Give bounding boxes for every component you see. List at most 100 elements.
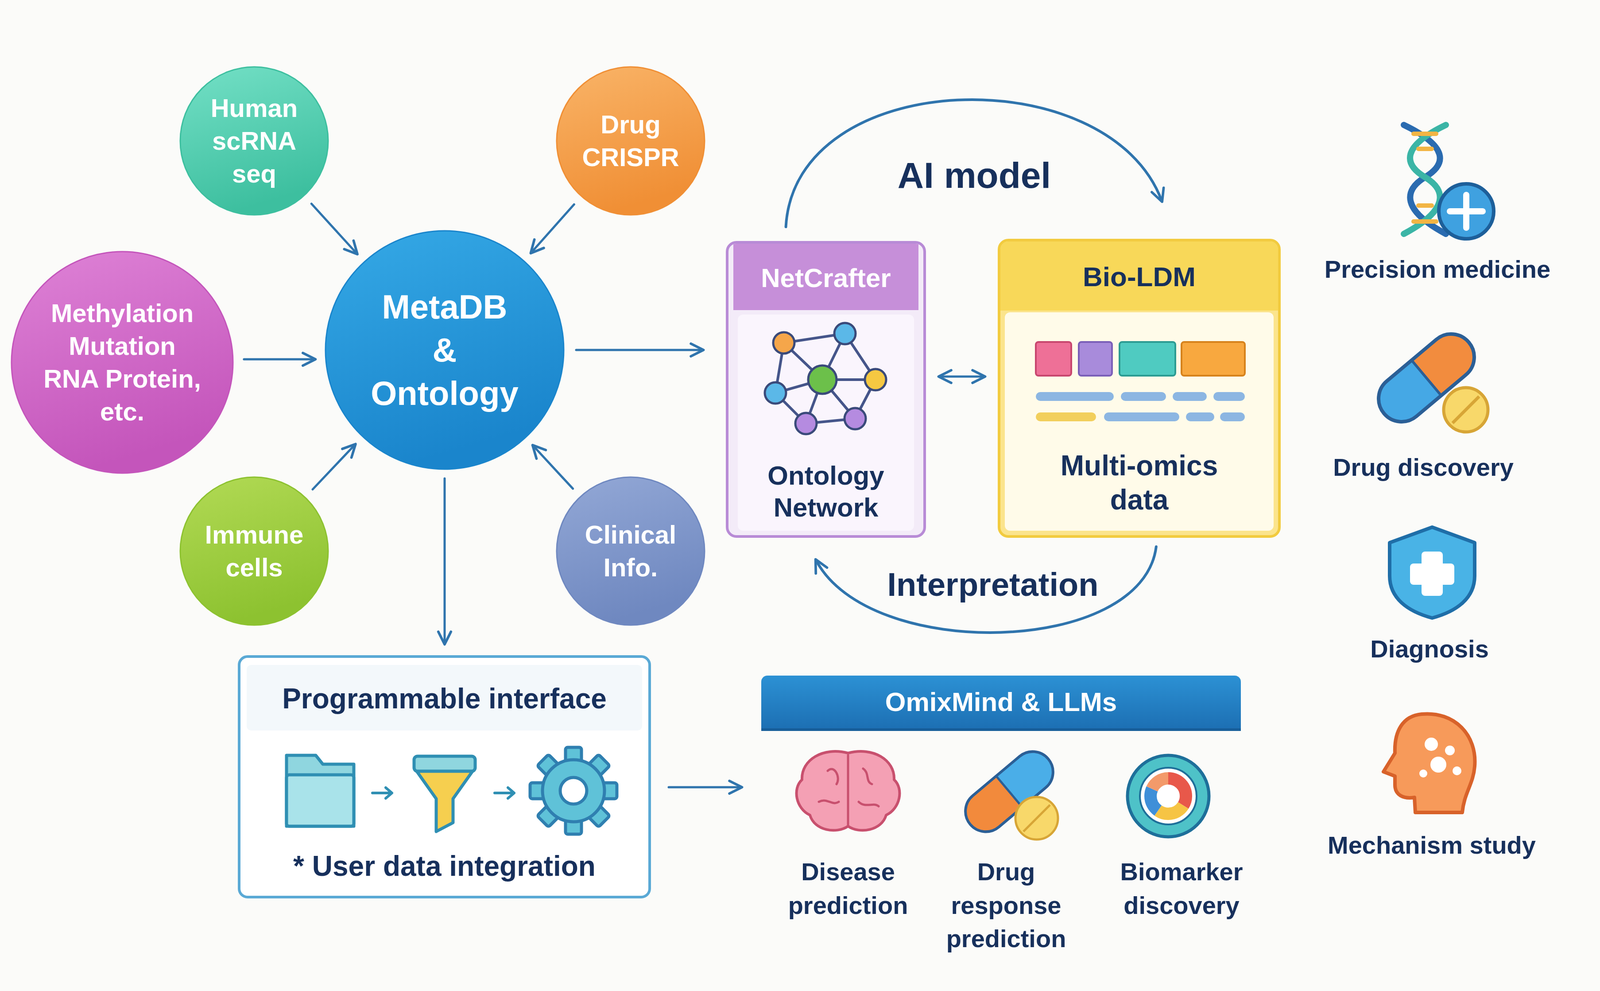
label-holder: Diagnosis (1370, 631, 1489, 666)
circle-shape (555, 475, 706, 627)
circle-fill (556, 476, 705, 625)
pill-icon-part-part (1411, 360, 1442, 396)
network-icon-part-part (764, 382, 787, 404)
interface-box: Programmable interface* User data integr… (237, 654, 651, 899)
connector-arrow (533, 445, 574, 489)
omics-icon-part (1035, 412, 1097, 422)
circle-shape (10, 250, 235, 475)
head-icon (1383, 713, 1475, 813)
connector-arrow (311, 203, 357, 254)
connector-arrow (530, 204, 574, 253)
omixmind-icons-part (796, 751, 900, 830)
label-holder: Drug discovery (1332, 450, 1514, 485)
omixmind-icons-part (1127, 755, 1209, 837)
network-icon-part-part (773, 332, 795, 354)
interface-icons-part (530, 747, 617, 834)
omixmind-icons (761, 675, 1241, 964)
label-holder: Precision medicine (1324, 252, 1551, 287)
connector-arrow (668, 786, 742, 789)
network-icon-part (733, 243, 919, 310)
interface-icons-part (494, 787, 515, 799)
label-holder: Interpretation (881, 564, 1105, 606)
omics-icon-part (1185, 412, 1215, 422)
interface-icons-part-part (560, 777, 587, 804)
omixmind-icons-part (761, 675, 1241, 731)
omics-icon-part (1104, 412, 1180, 422)
dna-icon-part (1413, 133, 1437, 222)
text-holder: NetCrafter (737, 262, 915, 295)
node-text: Bio-LDM (1015, 260, 1264, 294)
network-icon-part-part (808, 365, 837, 394)
omics-icon-part (1004, 312, 1274, 531)
source-circle: Immune cells (178, 475, 330, 627)
label-holder: Biomarker discovery (1108, 854, 1255, 922)
interface-icons-part-part (542, 759, 605, 822)
dna-icon-part (1438, 183, 1494, 239)
source-circle: Methylation Mutation RNA Protein, etc. (10, 250, 235, 475)
network-icon-part-part (864, 368, 887, 391)
source-circle: Drug CRISPR (555, 65, 706, 217)
head-icon-part (1383, 713, 1475, 813)
node-text: Human scRNA seq (196, 91, 312, 191)
use-case-label: Drug discovery (1332, 450, 1514, 485)
omics-icon-part (1220, 412, 1245, 422)
omixmind-icons-part (1150, 778, 1186, 814)
circle-fill (180, 476, 329, 625)
label-holder: AI model (891, 152, 1058, 198)
text-holder: OmixMind & LLMs (779, 685, 1223, 718)
interface-icons-part (286, 755, 354, 826)
circle-shape (555, 65, 706, 217)
omixmind-icons-part (1015, 796, 1058, 840)
omics-icon-part (1172, 391, 1207, 401)
head-icon-part (1445, 745, 1455, 756)
header-band: OmixMind & LLMs (761, 675, 1241, 964)
node-text: Methylation Mutation RNA Protein, etc. (42, 296, 202, 429)
source-circle: Clinical Info. (555, 475, 706, 627)
omics-icon-part (1120, 391, 1167, 401)
omixmind-icons-part-part (995, 775, 1023, 807)
node-text: NetCrafter (737, 262, 915, 295)
node-text: Immune cells (196, 518, 312, 584)
node-text: Multi-omics data (1046, 448, 1233, 517)
circle-shape (178, 475, 330, 627)
network-box: NetCrafterOntology Network (725, 240, 926, 538)
pill-icon-part (1452, 396, 1480, 423)
omixmind-icons-part (818, 755, 879, 826)
source-circle: Human scRNA seq (178, 65, 330, 217)
network-icon-part (737, 314, 915, 531)
network-icon-part-part (834, 322, 856, 345)
pill-icon-part (1443, 387, 1488, 432)
label-holder: Mechanism study (1327, 828, 1536, 862)
pill-icon (1369, 324, 1488, 432)
label-holder: Drug response prediction (933, 854, 1080, 956)
head-icon-part (1452, 766, 1462, 775)
omixmind-icons-part (956, 743, 1062, 840)
omics-icon-part (1035, 391, 1114, 401)
task-label: Disease prediction (774, 854, 922, 922)
text-holder: Multi-omics data (1046, 448, 1233, 517)
dna-icon-part (1449, 194, 1483, 228)
interface-icons-part (372, 787, 392, 799)
head-icon-part (1430, 756, 1447, 773)
omics-icon-part (1035, 341, 1072, 376)
head-icon-part (1419, 769, 1428, 778)
shield-icon-part (1389, 526, 1475, 618)
node-text: * User data integration (249, 848, 640, 884)
interface-icons-part (286, 774, 354, 826)
connector-arrow (244, 358, 315, 361)
network-icon-part-part (844, 407, 866, 430)
connector-arrow (576, 348, 703, 352)
use-case-label: Precision medicine (1324, 252, 1551, 287)
dna-icon (1403, 124, 1494, 239)
omixmind-icons-part (1139, 767, 1197, 825)
omics-icon-part (1078, 341, 1112, 376)
omics-icon-part (1000, 241, 1279, 311)
omixmind-icons-part (1150, 778, 1186, 814)
omics-icon-part (1181, 341, 1245, 376)
network-icon-part-part (795, 412, 817, 434)
omics-icon-part (1213, 391, 1245, 401)
connector-arrow (312, 444, 356, 489)
shield-icon-part (1410, 563, 1455, 585)
text-holder: Bio-LDM (1015, 260, 1264, 294)
